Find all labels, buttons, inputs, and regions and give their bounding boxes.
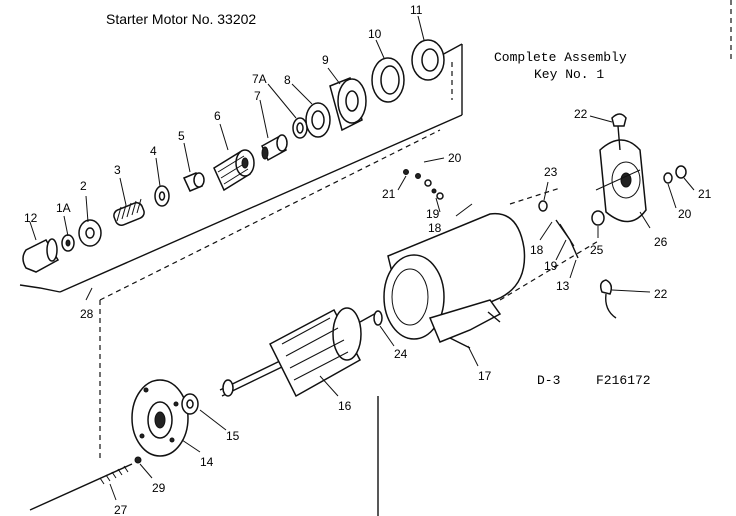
callout-16: 16 [338,399,352,413]
callout-24: 24 [394,347,408,361]
part-24-ring [373,310,383,326]
callout-4: 4 [150,144,157,158]
callout-19-left: 19 [426,207,440,221]
callout-3: 3 [114,163,121,177]
callout-13: 13 [556,279,570,293]
part-3-spring [113,198,145,226]
part-11-cup [411,39,445,81]
callout-11: 11 [410,3,423,17]
callout-1a: 1A [56,201,71,215]
callout-22-bottom: 22 [654,287,668,301]
callout-7a: 7A [252,72,267,86]
callout-8: 8 [284,73,291,87]
callout-25: 25 [590,243,604,257]
part-25-nut [591,210,605,226]
callout-17: 17 [478,369,492,383]
part-4-washer [154,185,170,207]
part-23-washer [538,200,548,212]
key-number-label: Key No. 1 [534,67,604,82]
part-14-end-cap [131,379,189,457]
part-2-washer [78,219,102,247]
hardware-left-group [403,169,444,200]
part-21-nut-right [675,165,687,179]
part-10-ring [371,57,405,103]
part-7-collar [261,134,288,162]
callout-26: 26 [654,235,668,249]
callout-7: 7 [254,89,261,103]
part-27-through-bolt [29,463,133,511]
callout-21-right: 21 [698,187,712,201]
part-1a-ring [61,234,75,252]
part-5-sleeve [182,172,205,192]
part-17-motor-housing [383,212,526,349]
diagram-title: Starter Motor No. 33202 [106,11,256,27]
callout-27: 27 [114,503,128,516]
leader-lines [29,15,695,501]
callout-19-right: 19 [544,259,558,273]
part-22-terminal-top [611,113,627,151]
part-22-terminal-bottom [599,279,617,319]
callout-29: 29 [152,481,166,495]
part-6-pinion-gear [213,149,255,192]
callout-9: 9 [322,53,329,67]
callout-23: 23 [544,165,558,179]
assembly-label: Complete Assembly [494,50,627,65]
callout-28: 28 [80,307,94,321]
part-26-brush-plate [595,139,647,223]
part-13-lead-wire [555,219,579,259]
part-7a-ring [292,117,308,139]
callout-labels: 12 1A 2 3 4 5 6 7 7A 8 9 10 11 28 20 21 … [24,3,712,516]
callout-2: 2 [80,179,87,193]
callout-20-left: 20 [448,151,462,165]
part-29-pin [134,456,142,464]
callout-18-right: 18 [530,243,544,257]
drive-group-bracket [19,43,463,460]
callout-14: 14 [200,455,214,469]
part-12-drive-cap [22,238,60,273]
diagram-code: D-3 [537,373,560,388]
callout-10: 10 [368,27,382,41]
callout-5: 5 [178,129,185,143]
callout-22-top: 22 [574,107,588,121]
part-16-armature [219,307,379,398]
callout-6: 6 [214,109,221,123]
callout-21-left: 21 [382,187,396,201]
part-20-washer-right [663,172,673,184]
figure-number: F216172 [596,373,651,388]
callout-18-left: 18 [428,221,442,235]
callout-12: 12 [24,211,38,225]
callout-20-right: 20 [678,207,692,221]
callout-15: 15 [226,429,240,443]
part-9-cup [329,76,367,132]
part-15-washer [181,393,199,415]
part-8-cup [305,102,331,138]
